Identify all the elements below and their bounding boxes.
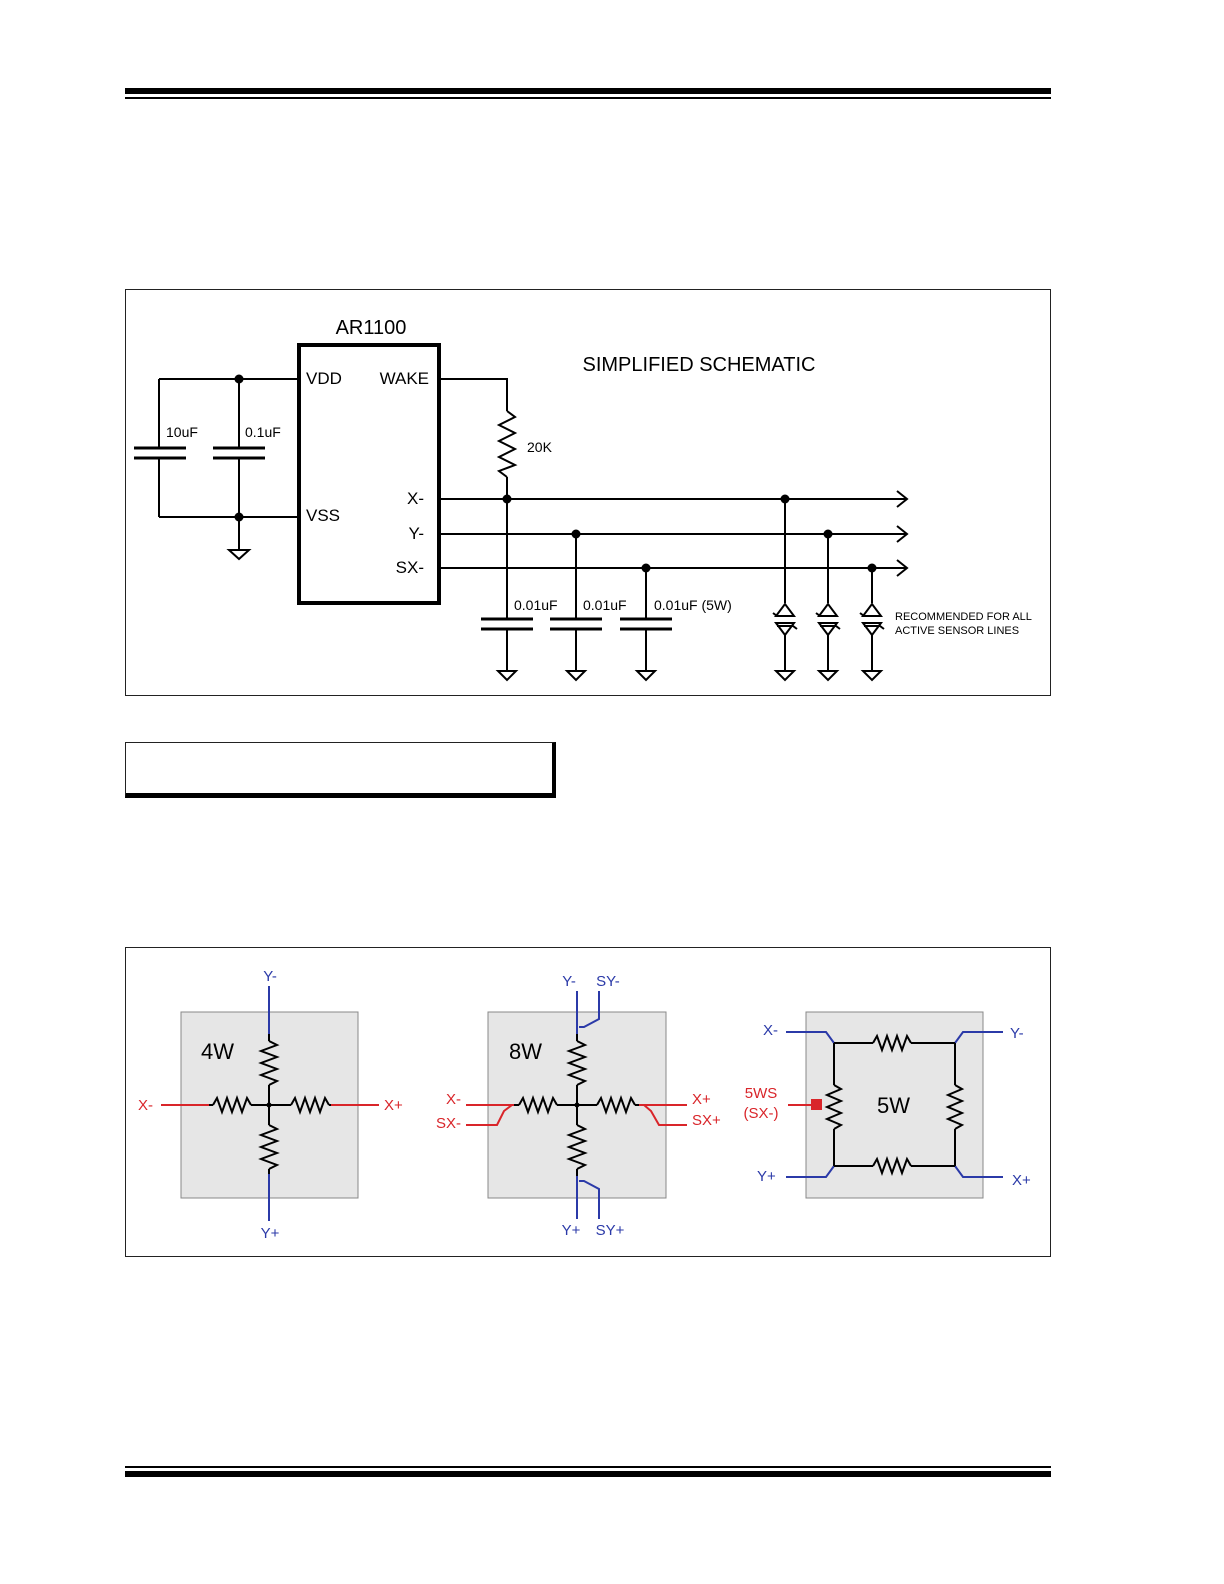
- 8w-y-minus: Y-: [562, 973, 576, 990]
- sensor-8w: [466, 991, 687, 1219]
- schematic-figure: AR1100 SIMPLIFIED SCHEMATIC VDD VSS WAKE…: [125, 289, 1051, 696]
- header-rule-thin: [125, 97, 1051, 99]
- label-4w: 4W: [201, 1039, 234, 1064]
- ground-symbol: [226, 549, 252, 561]
- pin-wake: WAKE: [380, 369, 429, 388]
- resistor-20k: [496, 410, 518, 478]
- 8w-sy-minus: SY-: [596, 973, 620, 990]
- caption-box: [125, 742, 556, 798]
- cap-label-c3: 0.01uF: [514, 597, 558, 613]
- 8w-sx-plus: SX+: [692, 1112, 721, 1129]
- 4w-x-minus: X-: [138, 1097, 153, 1114]
- tvs-diode-x: [772, 499, 798, 682]
- pin-vss: VSS: [306, 506, 340, 525]
- 4w-x-plus: X+: [384, 1097, 403, 1114]
- label-5w: 5W: [877, 1093, 910, 1118]
- sensor-wiring-figure: 4W Y- Y+ X- X+: [125, 947, 1051, 1257]
- schematic-title: SIMPLIFIED SCHEMATIC: [583, 354, 816, 376]
- pin-y-minus: Y-: [409, 524, 424, 543]
- sensor-wiring-diagram: 4W Y- Y+ X- X+: [138, 968, 1031, 1242]
- 4w-y-minus: Y-: [263, 968, 277, 985]
- 8w-x-minus: X-: [446, 1091, 461, 1108]
- schematic-diagram: AR1100 SIMPLIFIED SCHEMATIC VDD VSS WAKE…: [134, 317, 1032, 682]
- note-line-2: ACTIVE SENSOR LINES: [895, 625, 1019, 637]
- cap-label-c4: 0.01uF: [583, 597, 627, 613]
- sensor-4w: [161, 986, 379, 1221]
- chip-name: AR1100: [336, 317, 407, 339]
- cap-label-10uF: 10uF: [166, 424, 198, 440]
- note-line-1: RECOMMENDED FOR ALL: [895, 611, 1032, 623]
- ar1100-chip-body: [297, 343, 441, 605]
- footer-rule-thick: [125, 1471, 1051, 1477]
- pin-vdd: VDD: [306, 369, 342, 388]
- sensor-5w: [786, 1031, 1003, 1178]
- 5w-y-plus: Y+: [757, 1168, 776, 1185]
- tvs-diode-y: [815, 534, 841, 682]
- 5w-y-minus: Y-: [1010, 1025, 1024, 1042]
- header-rule-thick: [125, 88, 1051, 94]
- footer-rule-thin: [125, 1466, 1051, 1468]
- cap-label-c5: 0.01uF (5W): [654, 597, 732, 613]
- cap-label-0p1uF: 0.1uF: [245, 424, 281, 440]
- 4w-y-plus: Y+: [261, 1225, 280, 1242]
- pin-x-minus: X-: [407, 489, 424, 508]
- label-8w: 8W: [509, 1039, 542, 1064]
- 8w-x-plus: X+: [692, 1091, 711, 1108]
- 5w-sense-label-1: 5WS: [745, 1085, 778, 1102]
- resistor-label: 20K: [527, 439, 553, 455]
- 5w-sense-point: [811, 1099, 822, 1110]
- 8w-sx-minus: SX-: [436, 1115, 461, 1132]
- tvs-diode-sx: [859, 568, 885, 682]
- pin-sx-minus: SX-: [396, 558, 424, 577]
- 5w-x-minus: X-: [763, 1022, 778, 1039]
- 8w-y-plus: Y+: [562, 1222, 581, 1239]
- 5w-x-plus: X+: [1012, 1172, 1031, 1189]
- 5w-sense-label-2: (SX-): [744, 1105, 779, 1122]
- 8w-sy-plus: SY+: [596, 1222, 625, 1239]
